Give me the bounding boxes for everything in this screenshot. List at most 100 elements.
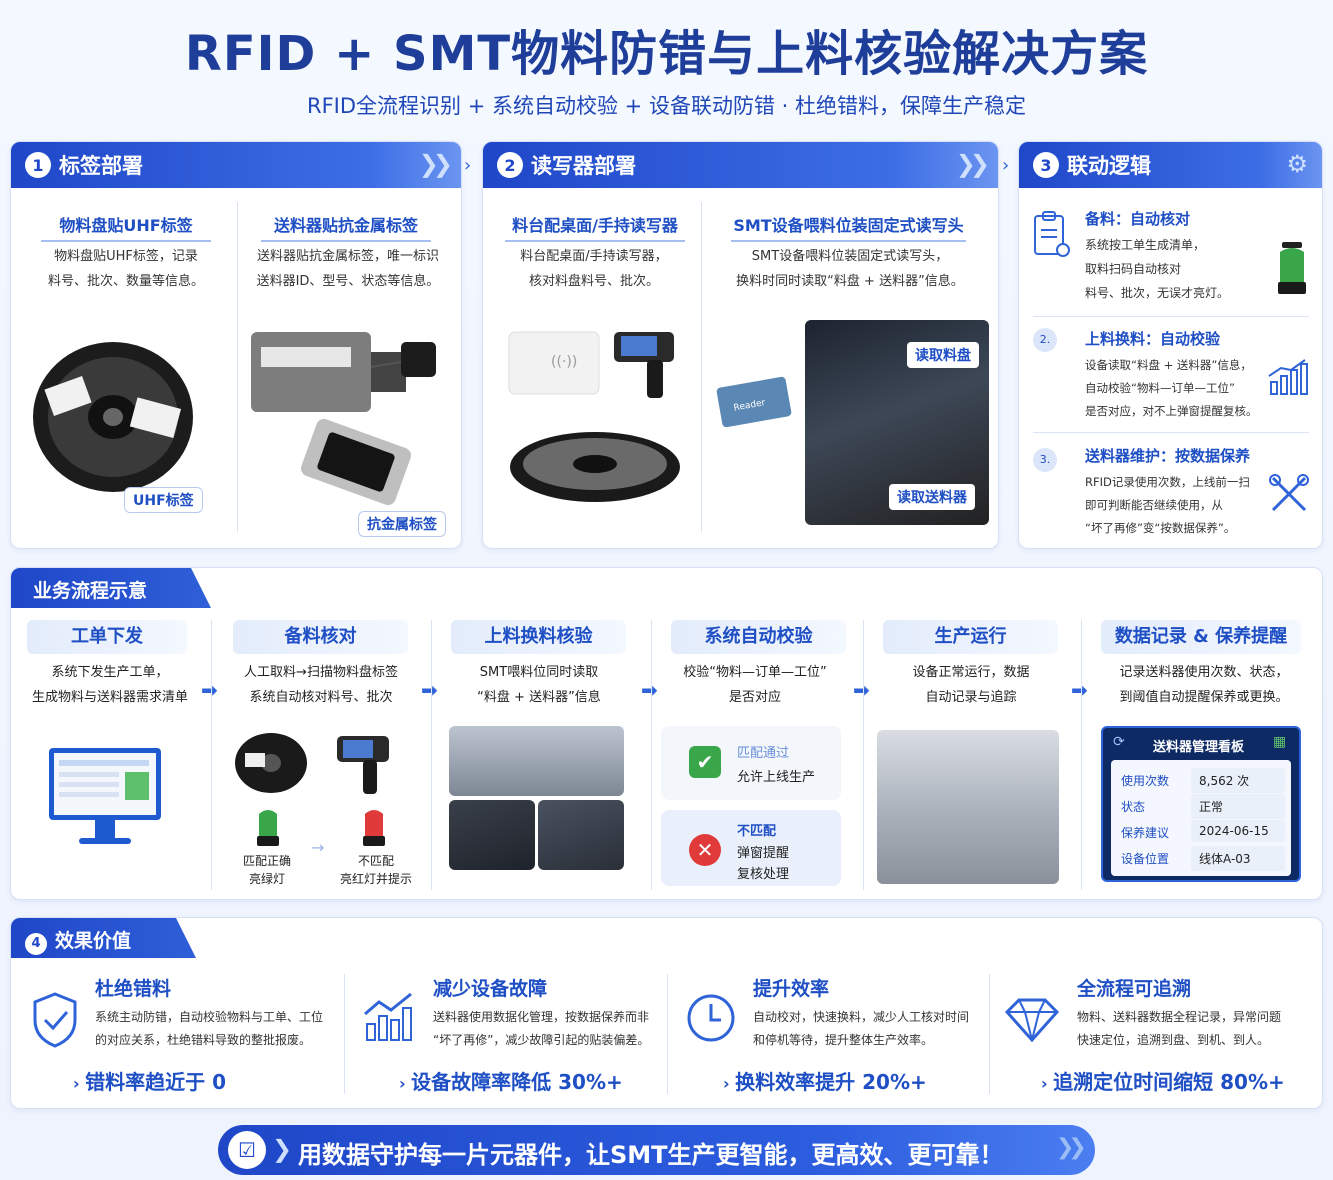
shield-icon	[33, 992, 77, 1048]
logic-desc-3b: 即可判断能否继续使用，从	[1085, 498, 1223, 512]
divider	[651, 620, 652, 890]
dashboard-key: 状态	[1121, 800, 1146, 814]
value-metric-text: 设备故障率降低 30%+	[411, 1070, 623, 1094]
subhead-fixed-reader: SMT设备喂料位装固定式读写头	[731, 212, 966, 242]
divider	[1081, 620, 1082, 890]
desc-reel-tag-1: 物料盘贴UHF标签，记录	[54, 249, 198, 264]
step-desc-1b: 生成物料与送料器需求清单	[31, 690, 188, 705]
step-title-2: 备料核对	[233, 620, 408, 654]
step-2-badge: 2.	[1033, 328, 1057, 352]
match-fail-desc2: 复核处理	[737, 867, 790, 882]
match-pass-desc: 允许上线生产	[737, 770, 816, 785]
divider	[989, 974, 990, 1094]
logic-title-2: 上料换料：自动校验	[1085, 330, 1221, 348]
logic-desc-2b: 自动校验“物料—订单—工位”	[1085, 381, 1235, 395]
desc-fixed-reader-1: SMT设备喂料位装固定式读写头，	[751, 249, 949, 264]
light-bad-label2: 亮红灯并提示	[339, 872, 412, 886]
clock-icon	[687, 994, 735, 1042]
divider	[431, 620, 432, 890]
chevron-right-icon: ›	[399, 1074, 412, 1093]
logic-desc-3c: “坏了再修”变“按数据保养”。	[1085, 521, 1236, 535]
chevron-right-icon: ›	[723, 1074, 736, 1093]
divider	[211, 620, 212, 890]
smt-feeder-photo	[449, 726, 624, 796]
logic-title-3: 送料器维护：按数据保养	[1085, 447, 1251, 465]
logic-desc-1c: 料号、批次，无误才亮灯。	[1085, 286, 1230, 300]
chevron-right-icon: ❯	[272, 1135, 293, 1163]
value-header: 4 效果价值	[11, 918, 196, 958]
divider	[1033, 316, 1309, 317]
value-item-title: 减少设备故障	[433, 978, 548, 1000]
feeder-image	[251, 332, 436, 506]
handheld-reader-image	[614, 332, 674, 398]
subhead-desktop-reader: 料台配桌面/手持读写器	[505, 212, 685, 242]
value-title: 效果价值	[55, 930, 132, 952]
reel-image	[33, 342, 193, 492]
chart-icon: ▦	[1273, 734, 1287, 750]
value-item-metric: › 错料率趋近于 0	[73, 1066, 226, 1095]
step-desc-3b: “料盘 + 送料器”信息	[477, 690, 601, 705]
desc-fixed-reader-2: 换料时同时读取“料盘 + 送料器”信息。	[736, 274, 964, 289]
step-desc-2a: 人工取料→扫描物料盘标签	[244, 665, 398, 680]
match-fail-title: 不匹配	[737, 824, 777, 839]
chevron-right-icon: ❯❯	[1056, 1135, 1087, 1160]
desktop-reader-image: ((·))	[508, 331, 600, 395]
metal-tag-label: 抗金属标签	[358, 511, 446, 537]
green-light-icon	[1278, 242, 1306, 294]
arrow-right-icon: ➡	[853, 678, 870, 702]
step-number: 4	[25, 932, 47, 955]
chevron-right-icon: ❯❯	[418, 150, 453, 178]
panel-title: 联动逻辑	[1067, 154, 1151, 178]
step-number: 3	[1033, 152, 1059, 178]
value-item-desc: 的对应关系，杜绝错料导致的整批报废。	[95, 1033, 312, 1047]
tools-icon	[1269, 474, 1309, 512]
step-desc-6a: 记录送料器使用次数、状态，	[1119, 665, 1289, 680]
panel-linkage-logic: 3 联动逻辑 ⚙ 备料：自动核对 系统按工单生成清单， 取料扫码自动核对 料号、…	[1018, 141, 1323, 549]
clipboard-icon	[1034, 211, 1070, 257]
subhead-reel-tag: 物料盘贴UHF标签	[41, 212, 211, 242]
value-item-desc: 和停机等待，提升整体生产效率。	[753, 1033, 934, 1047]
dashboard-value: 正常	[1191, 794, 1285, 819]
step-desc-1a: 系统下发生产工单，	[51, 665, 169, 680]
light-bad-label: 不匹配	[357, 854, 394, 868]
step-desc-4a: 校验“物料—订单—工位”	[683, 665, 827, 680]
divider	[1033, 432, 1309, 433]
value-item-title: 杜绝错料	[95, 978, 172, 1000]
value-item-title: 全流程可追溯	[1077, 978, 1192, 1000]
arrow-right-icon: ➡	[1071, 678, 1088, 702]
subhead-feeder-tag: 送料器贴抗金属标签	[261, 212, 431, 242]
divider	[863, 620, 864, 890]
red-light-icon	[363, 810, 385, 846]
step-title-4: 系统自动校验	[671, 620, 846, 654]
value-item-desc: 快速定位，追溯到盘、到机、到人。	[1077, 1033, 1270, 1047]
dashboard-key: 设备位置	[1121, 852, 1170, 866]
arrow-right-icon: ➡	[201, 678, 218, 702]
desc-desktop-reader-1: 料台配桌面/手持读写器，	[520, 249, 668, 264]
smt-machine-photo: 读取料盘 读取送料器	[805, 320, 989, 525]
handheld-reader-image	[337, 736, 389, 794]
value-section: 4 效果价值 杜绝错料 系统主动防错，自动校验物料与工单、工位 的对应关系，杜绝错…	[10, 917, 1323, 1109]
gear-icon: ⚙	[1286, 150, 1308, 178]
desc-reel-tag-2: 料号、批次、数量等信息。	[47, 274, 204, 289]
trend-chart-icon	[364, 992, 412, 1041]
close-icon: ✕	[689, 834, 721, 866]
step-desc-4b: 是否对应	[728, 690, 781, 705]
value-item-desc: 系统主动防错，自动校验物料与工单、工位	[95, 1010, 324, 1024]
value-metric-text: 错料率趋近于 0	[85, 1070, 227, 1094]
diamond-icon	[1004, 998, 1060, 1043]
monitor-icon	[49, 748, 161, 844]
value-item-desc: 送料器使用数据化管理，按数据保养而非	[433, 1010, 650, 1024]
step-desc-5a: 设备正常运行，数据	[912, 665, 1030, 680]
step-3-badge: 3.	[1033, 448, 1057, 472]
arrow-right-icon: ›	[1002, 155, 1010, 176]
step-title-1: 工单下发	[27, 620, 187, 654]
value-item-metric: › 设备故障率降低 30%+	[399, 1066, 623, 1095]
step-number: 2	[497, 152, 523, 178]
flow-title: 业务流程示意	[11, 568, 211, 608]
value-item-metric: › 追溯定位时间缩短 80%+	[1041, 1066, 1285, 1095]
divider	[701, 202, 702, 532]
fixed-reader-head-image: Reader	[716, 376, 792, 428]
panel-header: 2 读写器部署 ❯❯	[483, 142, 998, 188]
panel-header: 3 联动逻辑 ⚙	[1019, 142, 1322, 188]
dashboard-value: 2024-06-15	[1191, 820, 1285, 842]
